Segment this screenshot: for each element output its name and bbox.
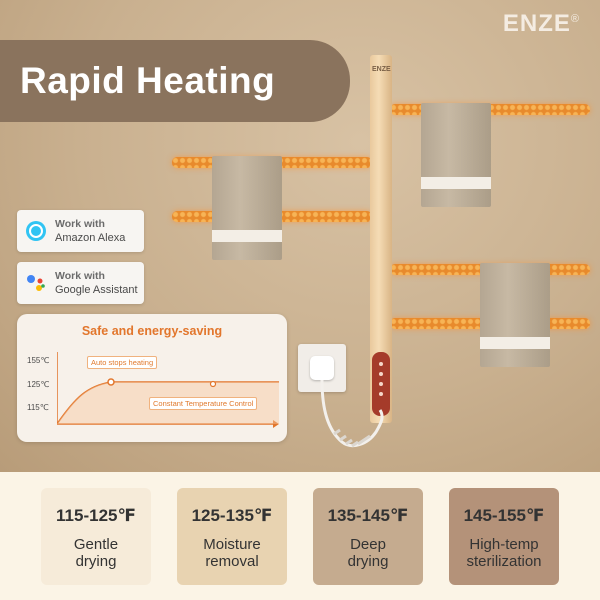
google-badge-line1: Work with — [55, 270, 105, 282]
mode-card-moisture: 125-135℉ Moisture removal — [177, 488, 287, 585]
annotation-constant-temp: Constant Temperature Control — [149, 397, 258, 410]
brand-logo: ENZE® — [502, 10, 580, 37]
coiled-cord — [320, 380, 384, 448]
energy-saving-card: Safe and energy-saving 155℃ 125℃ 115℃ Au… — [17, 314, 287, 442]
google-assistant-badge: Work with Google Assistant — [17, 262, 144, 304]
mode-description: High-temp sterilization — [466, 536, 542, 570]
energy-card-title: Safe and energy-saving — [81, 324, 223, 338]
power-plug — [310, 356, 334, 380]
y-label-125: 125℃ — [27, 380, 50, 389]
mode-card-deep: 135-145℉ Deep drying — [313, 488, 423, 585]
control-button-4[interactable] — [379, 392, 383, 396]
google-badge-line2: Google Assistant — [55, 284, 138, 296]
y-label-115: 115℃ — [27, 403, 49, 412]
towel-right-bottom — [480, 263, 550, 367]
annotation-auto-stop: Auto stops heating — [87, 356, 158, 369]
heating-pole — [370, 55, 392, 423]
mode-card-sterilization: 145-155℉ High-temp sterilization — [449, 488, 559, 585]
title-banner: Rapid Heating — [0, 40, 350, 122]
alexa-icon — [26, 221, 46, 241]
y-label-155: 155℃ — [27, 356, 50, 365]
pole-brand-label: ENZE — [372, 66, 391, 73]
mode-description: Moisture removal — [203, 536, 261, 570]
mode-range: 115-125℉ — [56, 506, 136, 525]
mode-description: Gentle drying — [73, 536, 119, 570]
control-button-1[interactable] — [379, 362, 383, 366]
towel-left — [212, 156, 282, 260]
mode-range: 135-145℉ — [327, 506, 409, 525]
mode-range: 125-135℉ — [191, 506, 273, 525]
control-button-2[interactable] — [379, 372, 383, 376]
alexa-badge-line2: Amazon Alexa — [55, 232, 126, 244]
alexa-badge-line1: Work with — [55, 218, 105, 230]
mode-range: 145-155℉ — [463, 506, 545, 525]
mode-card-gentle: 115-125℉ Gentle drying — [41, 488, 151, 585]
page-title: Rapid Heating — [20, 60, 276, 101]
product-scene: ENZE® Rapid Heating ENZE Work with — [0, 0, 600, 472]
mode-description: Deep drying — [347, 536, 389, 570]
alexa-badge: Work with Amazon Alexa — [17, 210, 144, 252]
control-button-3[interactable] — [379, 382, 383, 386]
google-assistant-icon — [27, 275, 45, 291]
towel-right-top — [421, 103, 491, 207]
